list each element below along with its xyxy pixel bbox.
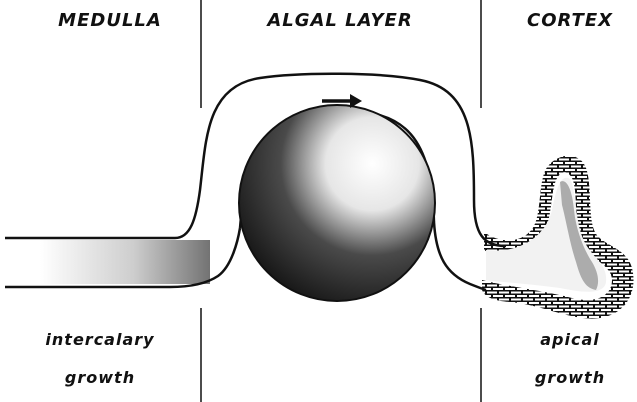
intercalary-growth-label-line1: intercalary [30,330,170,349]
medulla-heading: MEDULLA [55,10,165,31]
algal-cell [239,105,435,301]
apical-growth-label-line1: apical [520,330,620,349]
algal-cell-sphere [239,105,435,301]
algal-layer-heading: ALGAL LAYER [255,10,425,31]
intercalary-growth-label-line2: growth [40,368,160,387]
medulla-stipple [40,240,210,284]
apical-growth-label-line2: growth [520,368,620,387]
cortex-heading: CORTEX [520,10,620,31]
